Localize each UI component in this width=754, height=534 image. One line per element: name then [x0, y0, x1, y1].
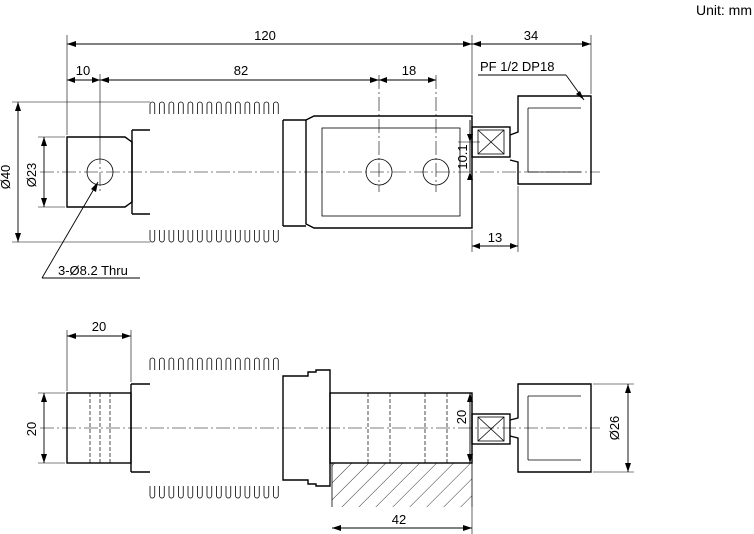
- bellows-convolution: [273, 357, 279, 499]
- bellows-convolution: [244, 101, 251, 243]
- bellows-convolution: [159, 357, 165, 499]
- side-fitting-head: [509, 383, 592, 473]
- bellows-convolution: [216, 357, 222, 499]
- bellows-convolution: [178, 101, 184, 243]
- dim-dia40-label: Ø40: [0, 165, 13, 190]
- bellows-convolution: [263, 357, 270, 499]
- dim-18-label: 18: [402, 63, 416, 78]
- top-left-end-block: [66, 136, 133, 208]
- bellows-convolution: [263, 101, 270, 243]
- dim-side-20-block-label: 20: [454, 410, 469, 424]
- dim-side-20-left-label: 20: [24, 422, 39, 436]
- bellows-convolution: [187, 101, 194, 243]
- dim-42-label: 42: [392, 512, 406, 527]
- side-fitting-nut: [471, 413, 511, 445]
- dim-13-label: 13: [488, 230, 502, 245]
- dim-10-label: 10: [76, 63, 90, 78]
- bellows-convolution: [168, 357, 175, 499]
- dim-34-label: 34: [524, 28, 538, 43]
- bellows-convolution: [159, 101, 165, 243]
- bellows-convolution: [149, 101, 156, 243]
- top-bellows: [149, 101, 279, 243]
- bellows-convolution: [168, 101, 175, 243]
- top-fitting-head: [509, 95, 592, 185]
- bellows-convolution: [244, 357, 251, 499]
- bellows-convolution: [149, 357, 156, 499]
- bellows-convolution: [206, 101, 213, 243]
- bellows-convolution: [206, 357, 213, 499]
- bellows-convolution: [254, 357, 260, 499]
- dim-120-label: 120: [254, 28, 276, 43]
- bellows-convolution: [197, 101, 203, 243]
- unit-label: Unit: mm: [696, 2, 752, 18]
- dim-dia23-label: Ø23: [24, 163, 39, 188]
- hole-callout-label: 3-Ø8.2 Thru: [58, 263, 128, 278]
- side-left-end-block: [66, 392, 132, 464]
- top-left-collar: [131, 129, 150, 215]
- bellows-convolution: [235, 357, 241, 499]
- side-right-collar: [282, 369, 331, 487]
- side-left-collar: [130, 383, 150, 473]
- thread-callout-label: PF 1/2 DP18: [480, 59, 554, 74]
- bellows-convolution: [216, 101, 222, 243]
- bellows-convolution: [178, 357, 184, 499]
- dim-side-20-top-label: 20: [92, 319, 106, 334]
- side-hatched-mount: [332, 463, 472, 507]
- dim-10-1-label: 10.1: [455, 144, 470, 169]
- bellows-convolution: [225, 101, 232, 243]
- bellows-convolution: [254, 101, 260, 243]
- top-center-recess: [321, 127, 461, 217]
- bellows-convolution: [225, 357, 232, 499]
- bellows-convolution: [273, 101, 279, 243]
- top-center-body: [305, 115, 473, 229]
- dim-82-label: 82: [234, 63, 248, 78]
- top-view: 120 34 10 82 18 PF 1/2 DP18 10.1: [0, 28, 600, 279]
- dim-dia26-label: Ø26: [607, 416, 622, 441]
- side-view: 20 20 20 Ø26 42: [24, 319, 634, 534]
- top-right-collar: [282, 119, 306, 227]
- bellows-convolution: [235, 101, 241, 243]
- bellows-convolution: [197, 357, 203, 499]
- bellows-convolution: [187, 357, 194, 499]
- side-bellows: [149, 357, 279, 499]
- hole-leader: [41, 181, 99, 279]
